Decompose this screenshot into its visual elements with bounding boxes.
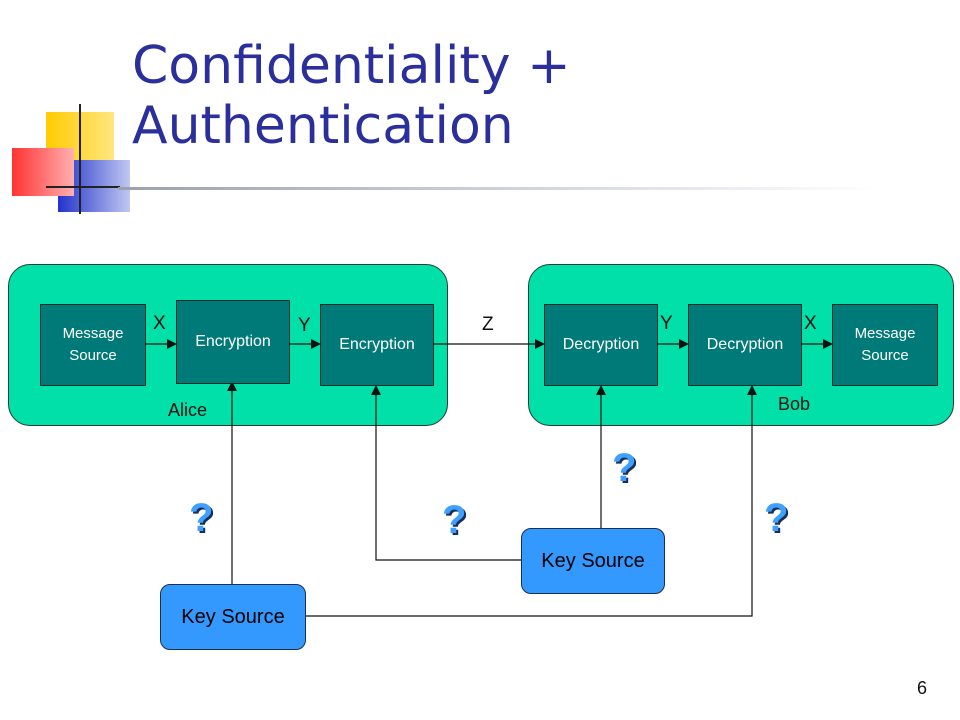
question-mark-2: ? — [442, 498, 467, 542]
key-left-to-dec2 — [304, 385, 757, 617]
label-x-alice: X — [153, 313, 166, 334]
label-z-channel: Z — [482, 314, 494, 335]
page-number: 6 — [917, 678, 928, 698]
slide-title: Confidentiality + Authentication — [132, 36, 571, 156]
alice-encryption-box-2: Encryption — [320, 304, 434, 386]
title-line-1: Confidentiality + — [132, 36, 571, 96]
question-mark-3: ? — [612, 446, 637, 490]
bob-decryption-box-2: Decryption — [688, 304, 802, 386]
label-y-bob: Y — [660, 313, 673, 334]
bob-label: Bob — [778, 394, 811, 414]
label-x-bob: X — [804, 313, 817, 334]
bob-message-dest-box: Message Source — [832, 304, 938, 386]
corner-decoration — [12, 104, 130, 214]
alice-encryption-box-1: Encryption — [176, 300, 290, 384]
key-source-left: Key Source — [160, 584, 306, 650]
question-mark-1: ? — [189, 496, 214, 540]
alice-message-source-box: Message Source — [40, 304, 146, 386]
title-underline — [118, 187, 878, 190]
bob-decryption-box-1: Decryption — [544, 304, 658, 386]
key-source-right: Key Source — [521, 528, 665, 594]
label-y-alice: Y — [298, 315, 311, 336]
alice-label: Alice — [168, 400, 208, 420]
key-right-to-enc2 — [371, 385, 522, 561]
title-line-2: Authentication — [132, 96, 514, 156]
question-mark-4: ? — [764, 496, 789, 540]
